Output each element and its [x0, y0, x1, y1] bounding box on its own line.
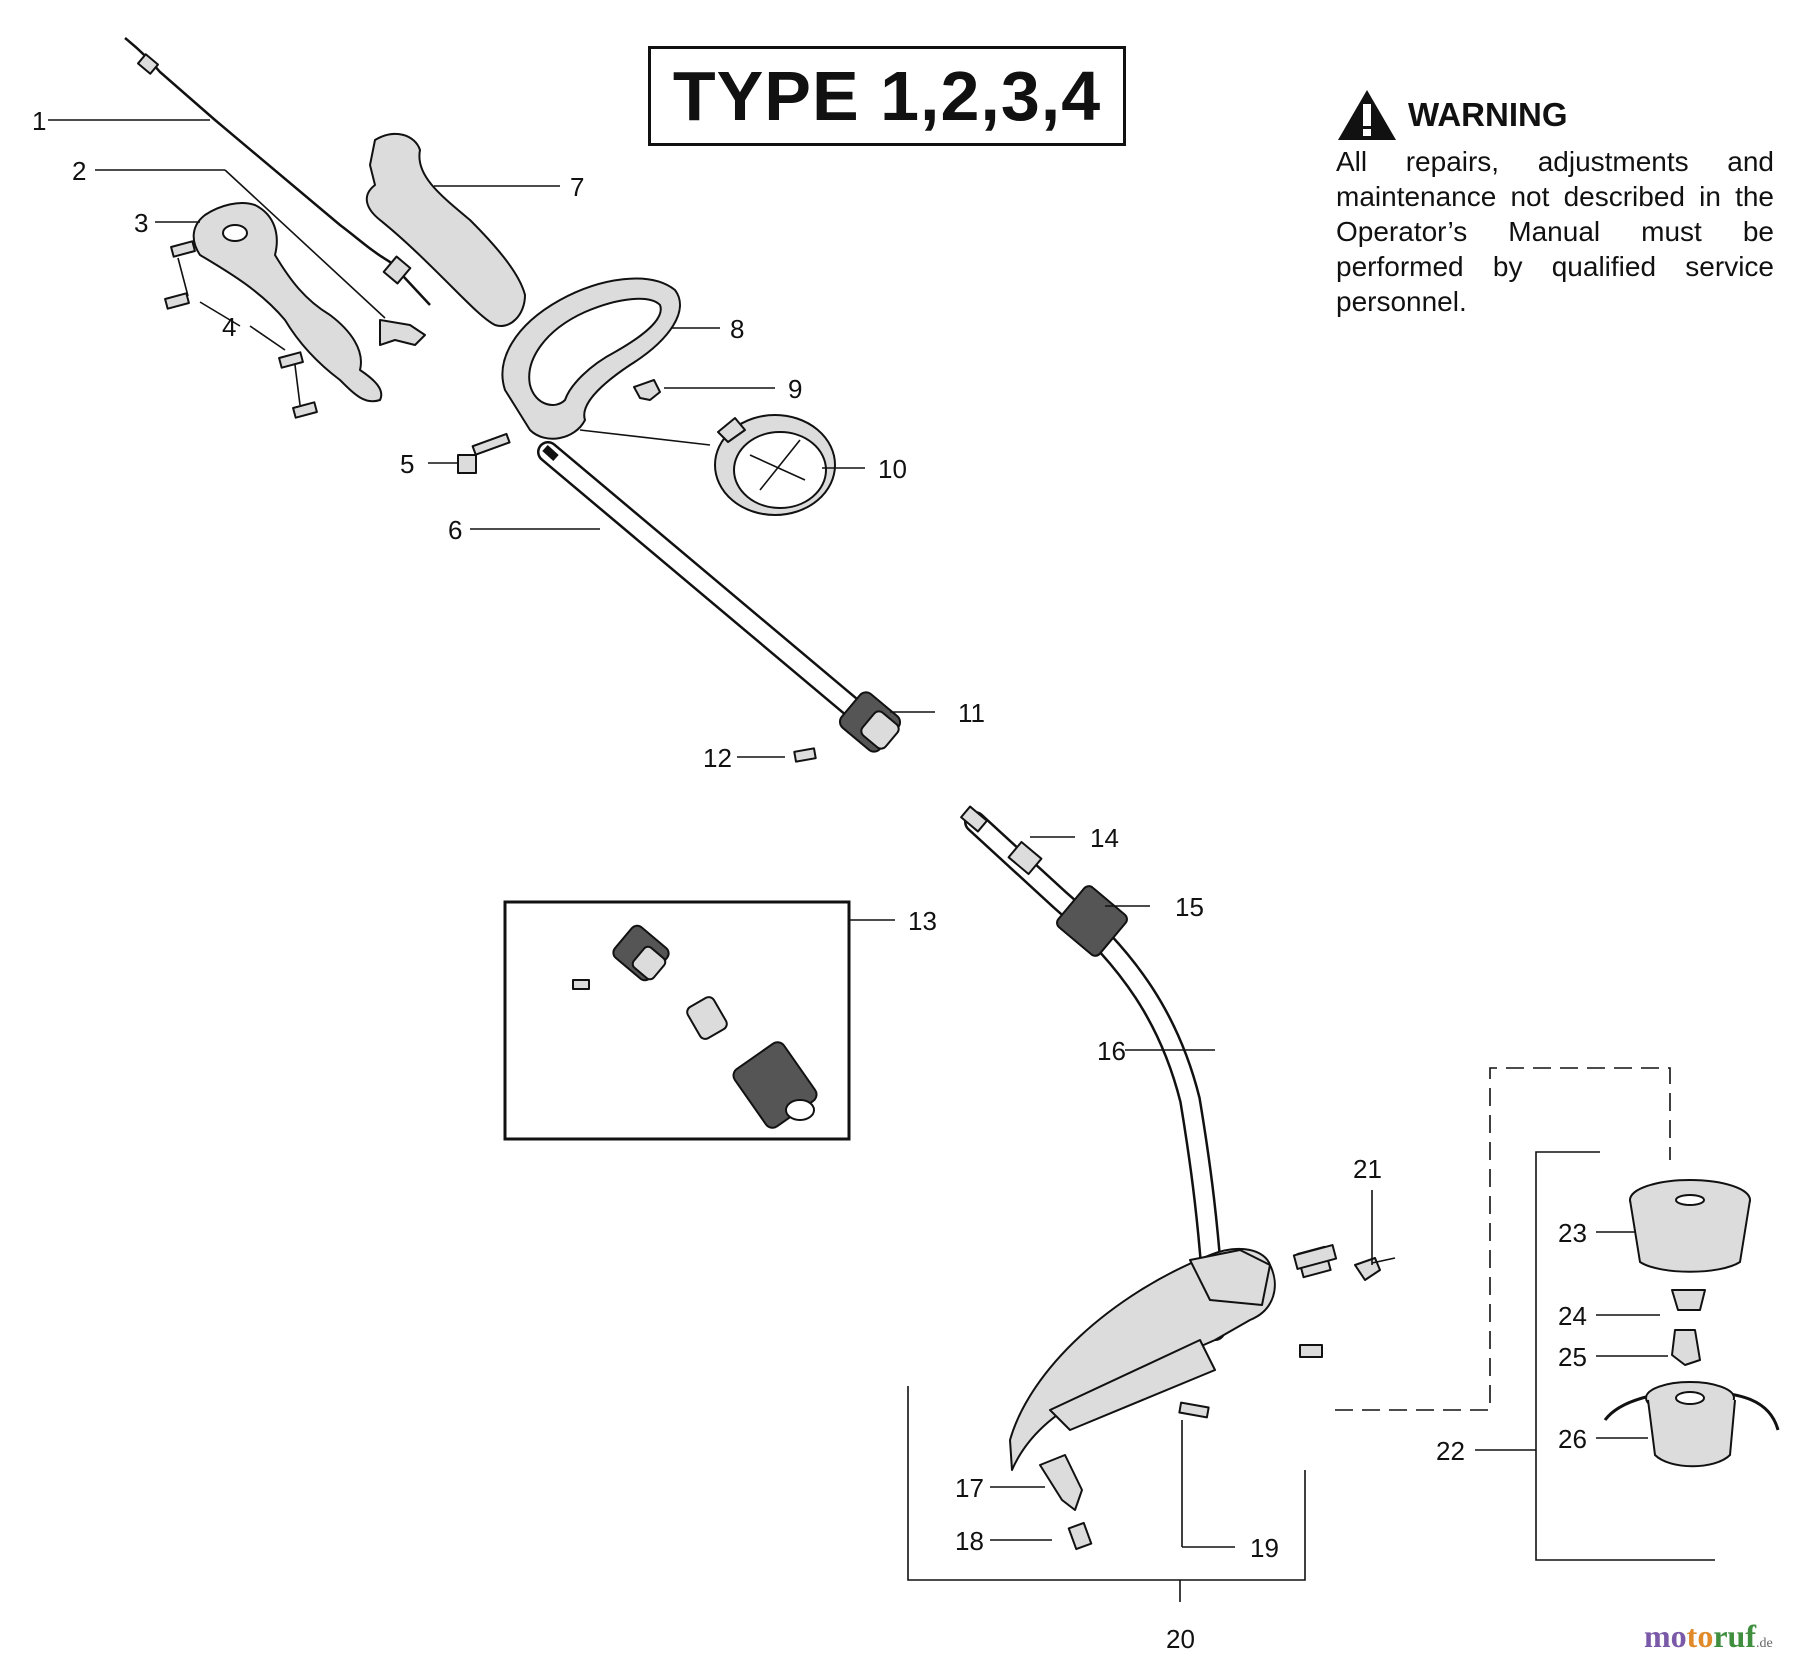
label-14: 14 — [1090, 823, 1119, 853]
trimmer-head-cover — [1629, 1179, 1751, 1273]
shaft-coupler — [838, 691, 902, 753]
coupler-kit — [572, 924, 818, 1129]
label-10: 10 — [878, 454, 907, 484]
shaft-clamp — [1292, 1244, 1396, 1281]
warning-block: WARNING All repairs, adjustments and mai… — [1336, 88, 1774, 319]
throttle-trigger — [379, 319, 426, 346]
label-25: 25 — [1558, 1342, 1587, 1372]
blade-screw — [1067, 1521, 1093, 1551]
handle-half-right — [365, 132, 526, 327]
label-17: 17 — [955, 1473, 984, 1503]
kit-box — [503, 900, 851, 1141]
label-26: 26 — [1558, 1424, 1587, 1454]
label-20: 20 — [1166, 1624, 1195, 1654]
label-18: 18 — [955, 1526, 984, 1556]
warning-text: All repairs, adjustments and maintenance… — [1336, 146, 1774, 317]
label-11: 11 — [958, 698, 985, 728]
coupler-screw — [793, 747, 817, 763]
handle-bolt — [457, 432, 511, 474]
label-7: 7 — [570, 172, 584, 202]
label-23: 23 — [1558, 1218, 1587, 1248]
grass-guard — [1009, 1247, 1276, 1471]
loop-handle — [501, 277, 681, 440]
brand-suffix: .de — [1755, 1636, 1773, 1651]
brand-part-1: mo — [1644, 1618, 1687, 1654]
label-21: 21 — [1353, 1154, 1382, 1184]
part-labels: 1 2 3 4 5 6 7 8 9 10 11 12 13 14 15 16 1… — [32, 106, 1587, 1654]
label-4: 4 — [222, 312, 236, 342]
leader-lines — [48, 119, 1668, 1548]
line-cutter-blade — [1039, 1454, 1083, 1511]
clutch-housing — [714, 414, 836, 516]
label-5: 5 — [400, 449, 414, 479]
label-1: 1 — [32, 106, 46, 136]
wing-nut — [633, 379, 661, 401]
bracket-22 — [1535, 1151, 1715, 1561]
label-12: 12 — [703, 743, 732, 773]
label-9: 9 — [788, 374, 802, 404]
trimmer-spool — [1603, 1381, 1780, 1468]
label-6: 6 — [448, 515, 462, 545]
guard-screw — [1178, 1401, 1210, 1419]
label-24: 24 — [1558, 1301, 1587, 1331]
label-19: 19 — [1250, 1533, 1279, 1563]
warning-title: WARNING — [1408, 96, 1568, 133]
lower-shaft — [960, 805, 1332, 1358]
handle-screws — [164, 240, 318, 419]
handle-half-left — [192, 202, 383, 403]
label-8: 8 — [730, 314, 744, 344]
brand-watermark: motoruf.de — [1644, 1618, 1773, 1655]
warning-header: WARNING — [1336, 88, 1774, 142]
handle-hole — [222, 224, 248, 242]
spring — [1671, 1289, 1706, 1311]
label-22: 22 — [1436, 1436, 1465, 1466]
label-13: 13 — [908, 906, 937, 936]
assembly-dash-outline — [1335, 1067, 1671, 1411]
warning-triangle-icon — [1338, 90, 1396, 140]
label-3: 3 — [134, 208, 148, 238]
type-title-box: TYPE 1,2,3,4 — [648, 46, 1126, 146]
label-2: 2 — [72, 156, 86, 186]
brand-part-3: ruf — [1713, 1618, 1756, 1654]
upper-shaft — [537, 441, 866, 721]
bracket-20 — [907, 1386, 1306, 1581]
type-title: TYPE 1,2,3,4 — [672, 57, 1102, 135]
throttle-cable — [124, 37, 431, 306]
spool-clip — [1671, 1329, 1701, 1366]
label-15: 15 — [1175, 892, 1204, 922]
brand-part-2: to — [1686, 1618, 1714, 1654]
label-16: 16 — [1097, 1036, 1126, 1066]
